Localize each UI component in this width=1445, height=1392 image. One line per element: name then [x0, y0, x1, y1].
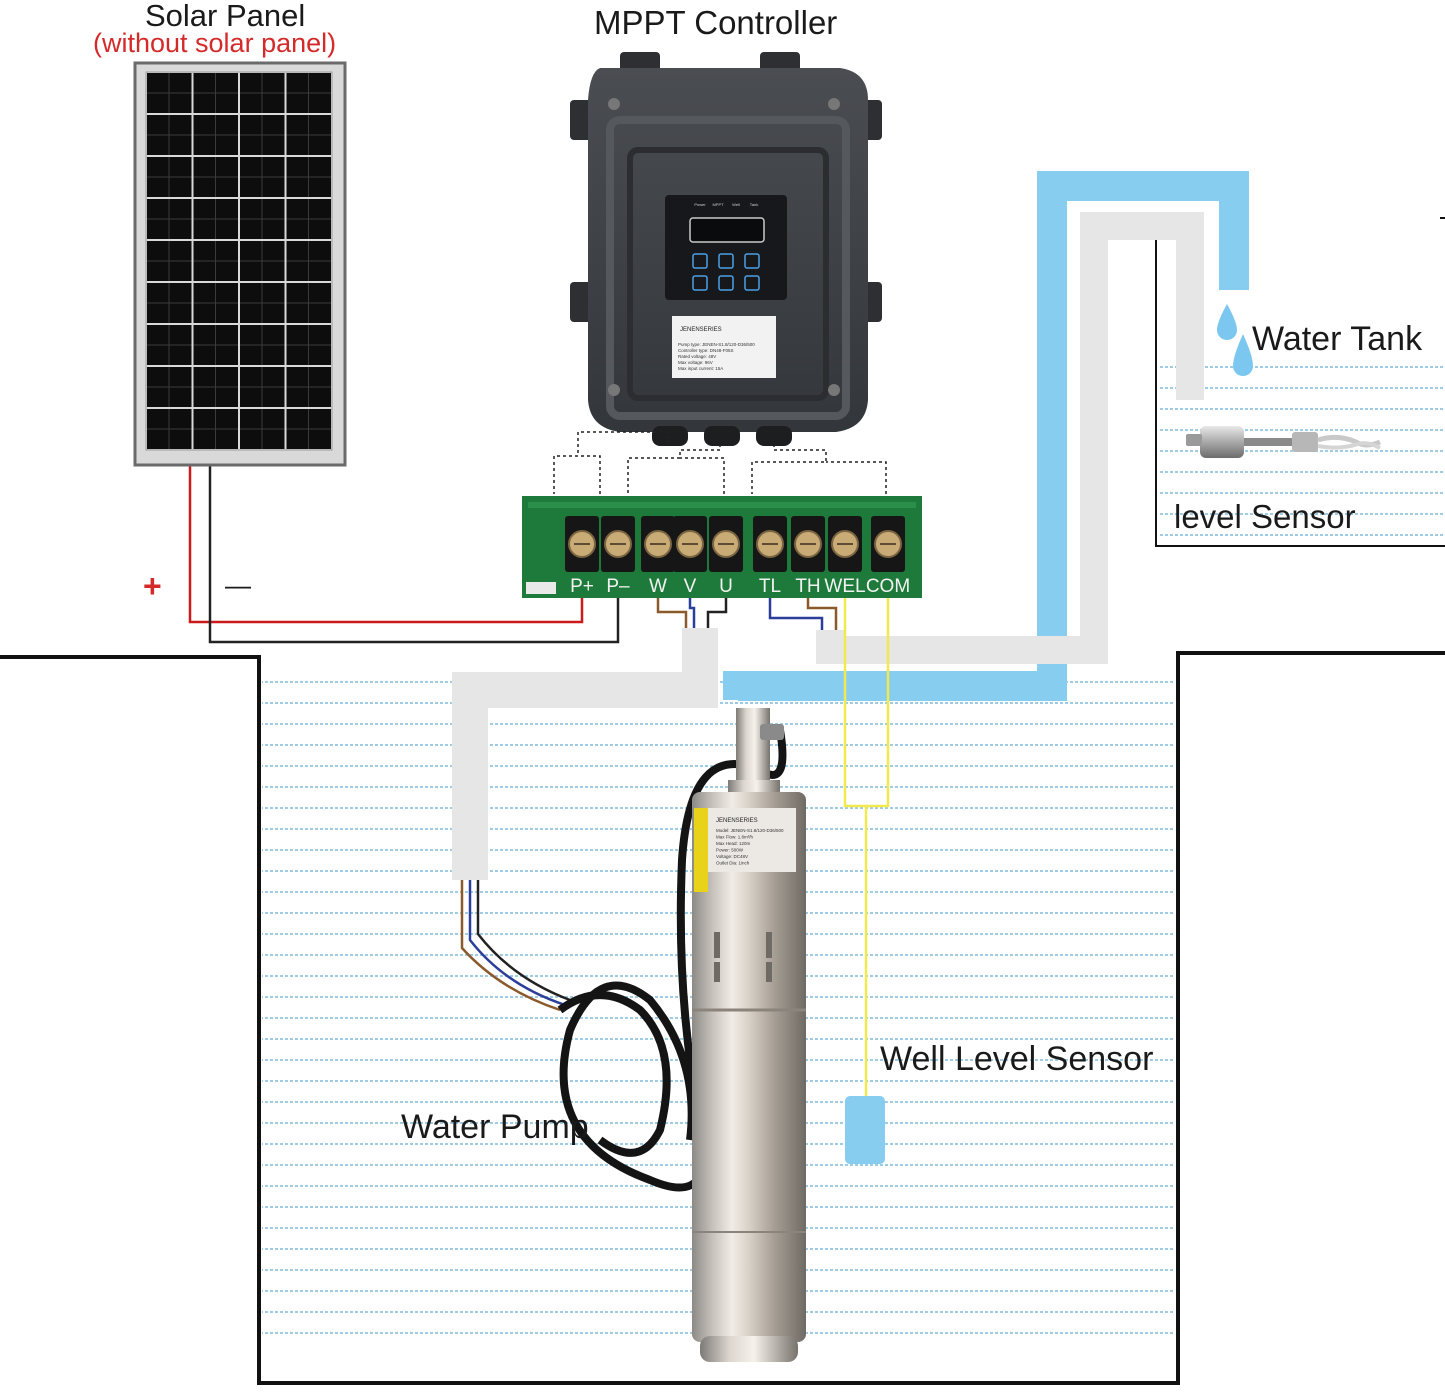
- controller-spec-line: Max voltage: 96V: [678, 360, 713, 365]
- solar-panel-note: (without solar panel): [93, 28, 337, 58]
- droplet-icon: [1233, 334, 1253, 376]
- controller-spec-line: Controller type: DN48-F05S: [678, 348, 734, 353]
- controller-spec-line: Max input current: 15A: [678, 366, 723, 371]
- terminal-block: [522, 496, 922, 598]
- terminal-label: W: [649, 576, 667, 597]
- indicator-label: Well: [732, 202, 740, 207]
- terminal-label: TL: [759, 576, 781, 597]
- water-tank: [1155, 217, 1445, 547]
- tank-level-sensor-label: level Sensor: [1174, 498, 1356, 535]
- terminal-label: COM: [866, 576, 910, 597]
- terminal-dotted-lines: [553, 431, 887, 494]
- water-pump-label: Water Pump: [401, 1108, 589, 1146]
- well-outline: [0, 651, 1445, 1385]
- terminal-label: P+: [570, 576, 594, 597]
- indicator-label: Power: [694, 202, 706, 207]
- positive-wire: [188, 462, 584, 624]
- terminal-label: WEL: [824, 576, 865, 597]
- terminal-label: P–: [606, 576, 630, 597]
- pump-cable-sheath: [452, 628, 718, 880]
- water-pipe: [723, 171, 1249, 701]
- pump-spec-line: Model: JENEN-S1.8/120-D36/500: [716, 828, 784, 833]
- tank-level-sensor-icon: [1186, 426, 1382, 458]
- well-level-sensor-icon: [845, 1096, 885, 1164]
- solar-panel-icon: [133, 61, 347, 467]
- indicator-label: MPPT: [712, 202, 724, 207]
- positive-sign: +: [143, 568, 162, 604]
- tank-sensor-cable-sheath: [816, 212, 1204, 664]
- droplet-icon: [1217, 304, 1237, 340]
- controller-spec-line: Rated voltage: 48V: [678, 354, 716, 359]
- indicator-label: Tank: [750, 202, 758, 207]
- tank-outline: [1155, 238, 1445, 547]
- controller-brand: JENENSERIES: [680, 327, 722, 333]
- pump-brand: JENENSERIES: [716, 818, 758, 824]
- pump-spec-line: Max Head: 120m: [716, 841, 751, 846]
- pump-spec-line: Outlet Dia: 1inch: [716, 861, 750, 866]
- controller-spec-line: Pump type: JENEN-S1.8/120-D36/500: [678, 342, 755, 347]
- pump-spec-line: Max Flow: 1.8m³/h: [716, 835, 754, 840]
- pump-spec-line: Power: 500W: [716, 848, 744, 853]
- negative-sign: —: [225, 570, 251, 600]
- water-tank-label: Water Tank: [1252, 320, 1423, 358]
- solar-panel-label: Solar Panel: [145, 0, 306, 33]
- well-level-sensor-label: Well Level Sensor: [880, 1040, 1154, 1078]
- terminal-label: U: [719, 576, 733, 597]
- mppt-controller-icon: [570, 52, 882, 446]
- pump-spec-line: Voltage: DC48V: [716, 854, 748, 859]
- negative-wire: [208, 462, 620, 644]
- terminal-label: TH: [795, 576, 820, 597]
- water-pump-icon: [557, 708, 806, 1362]
- mppt-controller-label: MPPT Controller: [594, 4, 838, 41]
- terminal-label: V: [684, 576, 697, 597]
